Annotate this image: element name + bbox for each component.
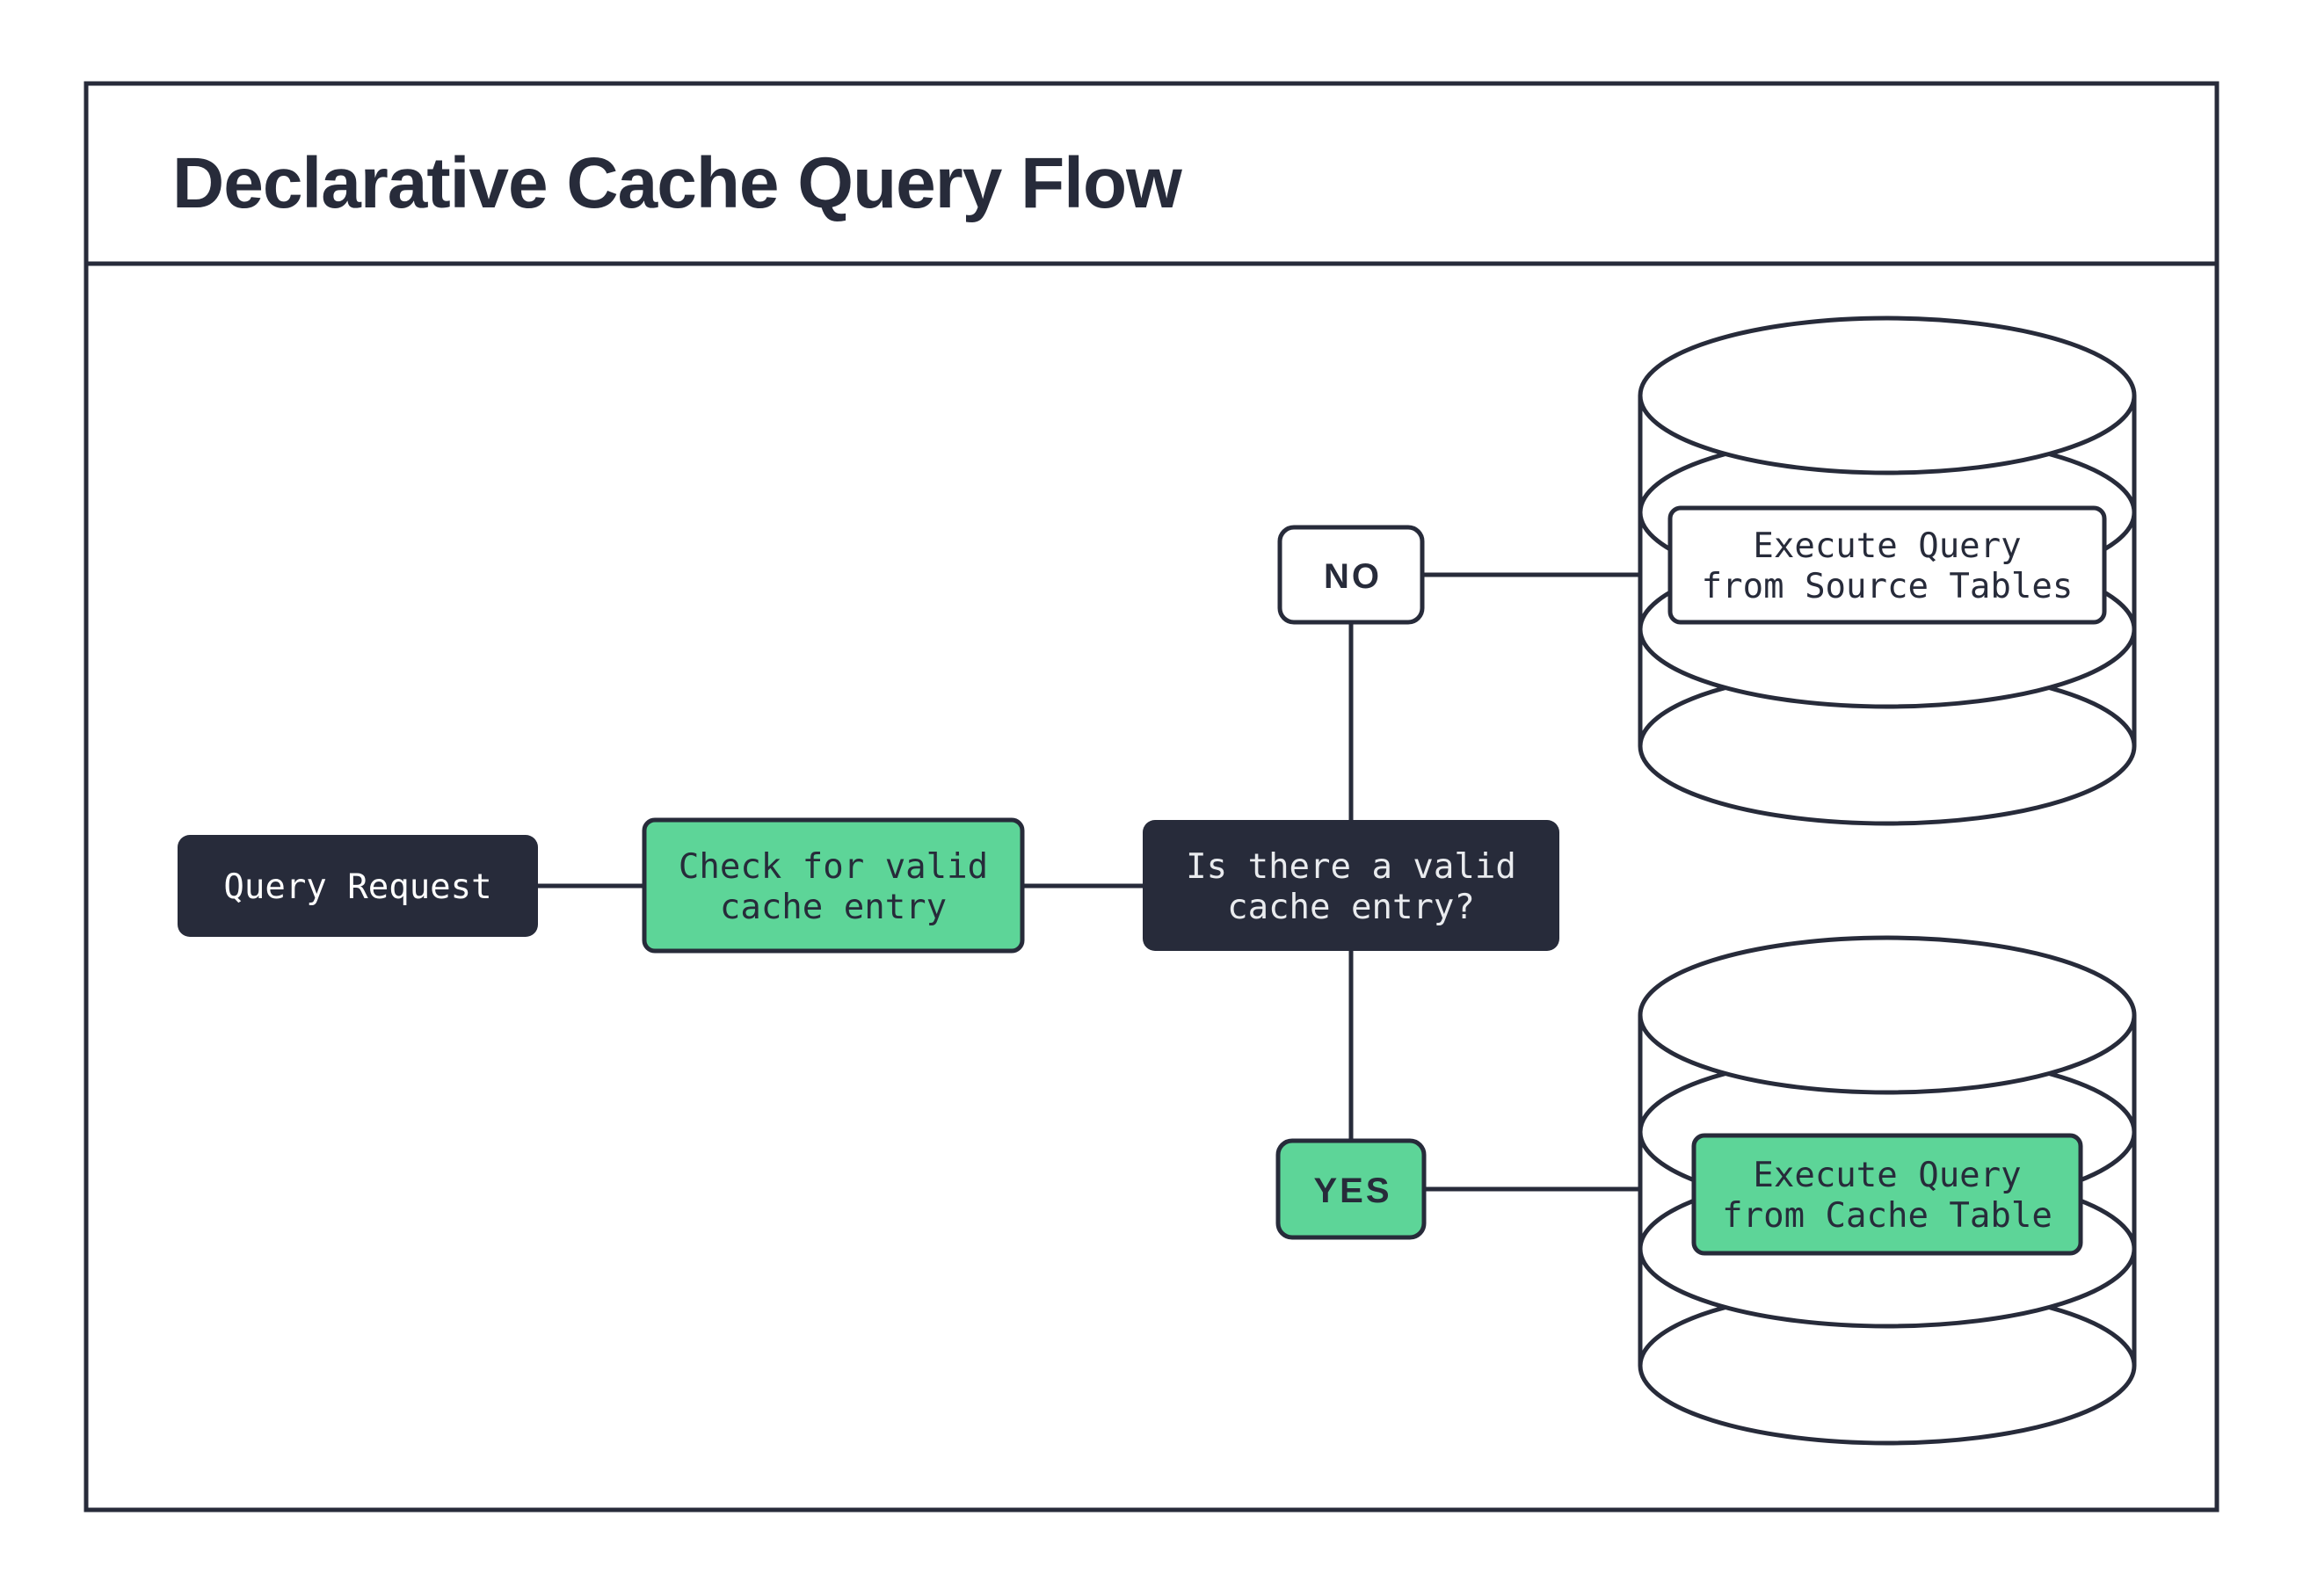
no-branch-box <box>1277 525 1425 625</box>
query-request-label: Query Request <box>223 867 491 907</box>
connectors <box>538 572 1640 1192</box>
source-db-cylinder-icon: Execute Query from Source Tables <box>1638 316 2137 826</box>
execute-source-line1: Execute Query <box>1753 526 2021 566</box>
cache-question-line2: cache entry? <box>1227 888 1475 927</box>
check-cache-line2: cache entry <box>720 888 947 927</box>
node-execute-cache: Execute Query from Cache Table <box>1691 1133 2083 1256</box>
node-check-cache: Check for valid cache entry <box>642 817 1025 954</box>
node-yes-branch: YES <box>1275 1138 1427 1240</box>
check-cache-line1: Check for valid <box>679 847 988 887</box>
cylinder-disk <box>1638 316 2137 475</box>
yes-branch-label: YES <box>1313 1172 1391 1210</box>
diagram-frame <box>84 81 2219 1513</box>
cache-question-line1: Is there a valid <box>1186 847 1516 887</box>
node-no-branch: NO <box>1277 525 1425 625</box>
node-execute-source: Execute Query from Source Tables <box>1667 505 2107 625</box>
execute-cache-line1: Execute Query <box>1753 1156 2021 1195</box>
no-branch-label: NO <box>1324 557 1382 596</box>
execute-cache-box <box>1691 1133 2083 1256</box>
node-query-request: Query Request <box>178 835 538 937</box>
execute-source-box <box>1667 505 2107 625</box>
node-cache-question: Is there a valid cache entry? <box>1143 820 1559 951</box>
yes-branch-box <box>1275 1138 1427 1240</box>
page-title: Declarative Cache Query Flow <box>172 143 1182 223</box>
cylinder-disk <box>1638 935 2137 1095</box>
execute-source-line2: from Source Tables <box>1702 567 2074 606</box>
cache-question-box <box>1143 820 1559 951</box>
check-cache-box <box>642 817 1025 954</box>
cache-db-cylinder-icon: Execute Query from Cache Table <box>1638 935 2137 1446</box>
query-request-box <box>178 835 538 937</box>
execute-cache-line2: from Cache Table <box>1722 1196 2052 1236</box>
